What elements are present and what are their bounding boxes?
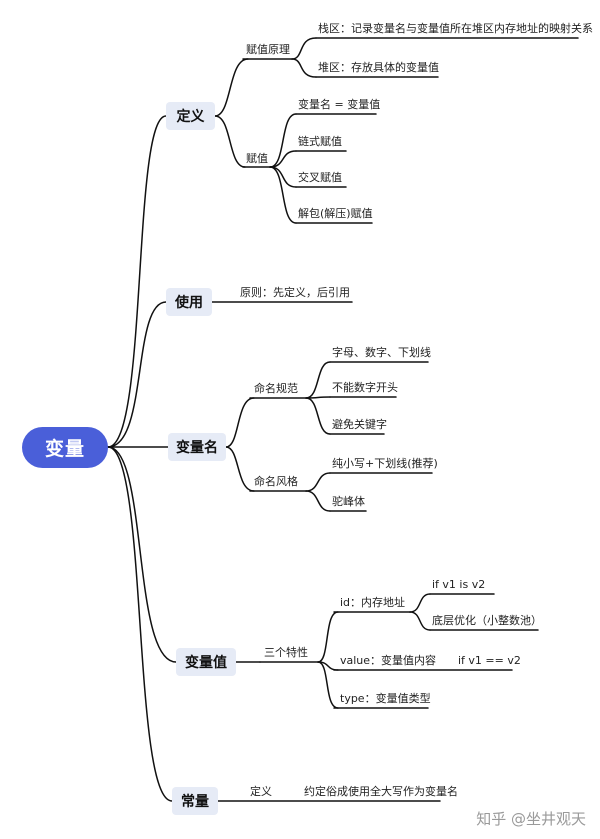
constant-def-text[interactable]: 约定俗成使用全大写作为变量名 — [304, 785, 458, 798]
rules-item[interactable]: 不能数字开头 — [332, 381, 398, 394]
watermark: 知乎 @坐井观天 — [476, 810, 586, 828]
node-definition[interactable]: 定义 — [166, 102, 215, 130]
connector-root-value — [107, 446, 177, 663]
root-node[interactable]: 变量 — [22, 427, 108, 468]
connector-assign-item-2 — [269, 166, 297, 188]
constant-def-label[interactable]: 定义 — [250, 785, 272, 798]
id-item[interactable]: 底层优化（小整数池） — [432, 614, 542, 627]
connector-id-item-0 — [409, 593, 431, 613]
connector-name-style — [225, 446, 255, 492]
connector-assign-item-1 — [269, 150, 297, 168]
connector-definition-principle — [214, 58, 249, 117]
connector-assign-item-3 — [269, 166, 297, 224]
rules-item[interactable]: 避免关键字 — [332, 418, 387, 431]
connector-id-item-1 — [409, 611, 431, 631]
node-variable-name[interactable]: 变量名 — [168, 433, 226, 461]
connector-principle-stack — [291, 37, 317, 60]
name-style-label[interactable]: 命名风格 — [254, 475, 298, 488]
connector-name-rules — [225, 397, 255, 448]
connector-definition-assign — [214, 115, 246, 168]
id-item[interactable]: if v1 is v2 — [432, 578, 486, 591]
trait-type-label[interactable]: type：变量值类型 — [340, 692, 431, 705]
node-usage[interactable]: 使用 — [166, 288, 212, 316]
assign-item[interactable]: 变量名 = 变量值 — [298, 98, 381, 111]
connector-principle-heap — [291, 58, 317, 78]
assign-item[interactable]: 解包(解压)赋值 — [298, 207, 373, 220]
definition-assign-label[interactable]: 赋值 — [246, 152, 268, 165]
name-rules-label[interactable]: 命名规范 — [254, 382, 298, 395]
rules-item[interactable]: 字母、数字、下划线 — [332, 346, 431, 359]
connector-rules-item-0 — [305, 361, 331, 399]
connector-root-definition — [107, 115, 167, 448]
node-variable-value[interactable]: 变量值 — [176, 648, 236, 676]
connector-traits-id — [317, 611, 339, 663]
usage-principle-text[interactable]: 原则：先定义，后引用 — [240, 286, 350, 299]
connector-traits-type — [317, 661, 339, 709]
trait-id-label[interactable]: id：内存地址 — [340, 596, 406, 609]
connector-root-constant — [107, 446, 173, 802]
value-traits-label[interactable]: 三个特性 — [264, 646, 308, 659]
style-item[interactable]: 纯小写+下划线(推荐) — [332, 457, 438, 470]
assign-item[interactable]: 链式赋值 — [298, 135, 342, 148]
connector-assign-item-0 — [269, 113, 297, 168]
assign-item[interactable]: 交叉赋值 — [298, 171, 342, 184]
definition-principle-label[interactable]: 赋值原理 — [246, 43, 290, 56]
value-item[interactable]: if v1 == v2 — [458, 654, 521, 667]
connector-style-item-0 — [305, 472, 331, 492]
trait-value-label[interactable]: value：变量值内容 — [340, 654, 437, 667]
connector-root-usage — [107, 301, 167, 448]
node-constant[interactable]: 常量 — [172, 787, 218, 815]
stack-text[interactable]: 栈区：记录变量名与变量值所在堆区内存地址的映射关系 — [318, 22, 593, 35]
style-item[interactable]: 驼峰体 — [332, 495, 365, 508]
heap-text[interactable]: 堆区：存放具体的变量值 — [318, 61, 439, 74]
connector-style-item-1 — [305, 490, 331, 512]
connector-rules-item-2 — [305, 397, 331, 435]
